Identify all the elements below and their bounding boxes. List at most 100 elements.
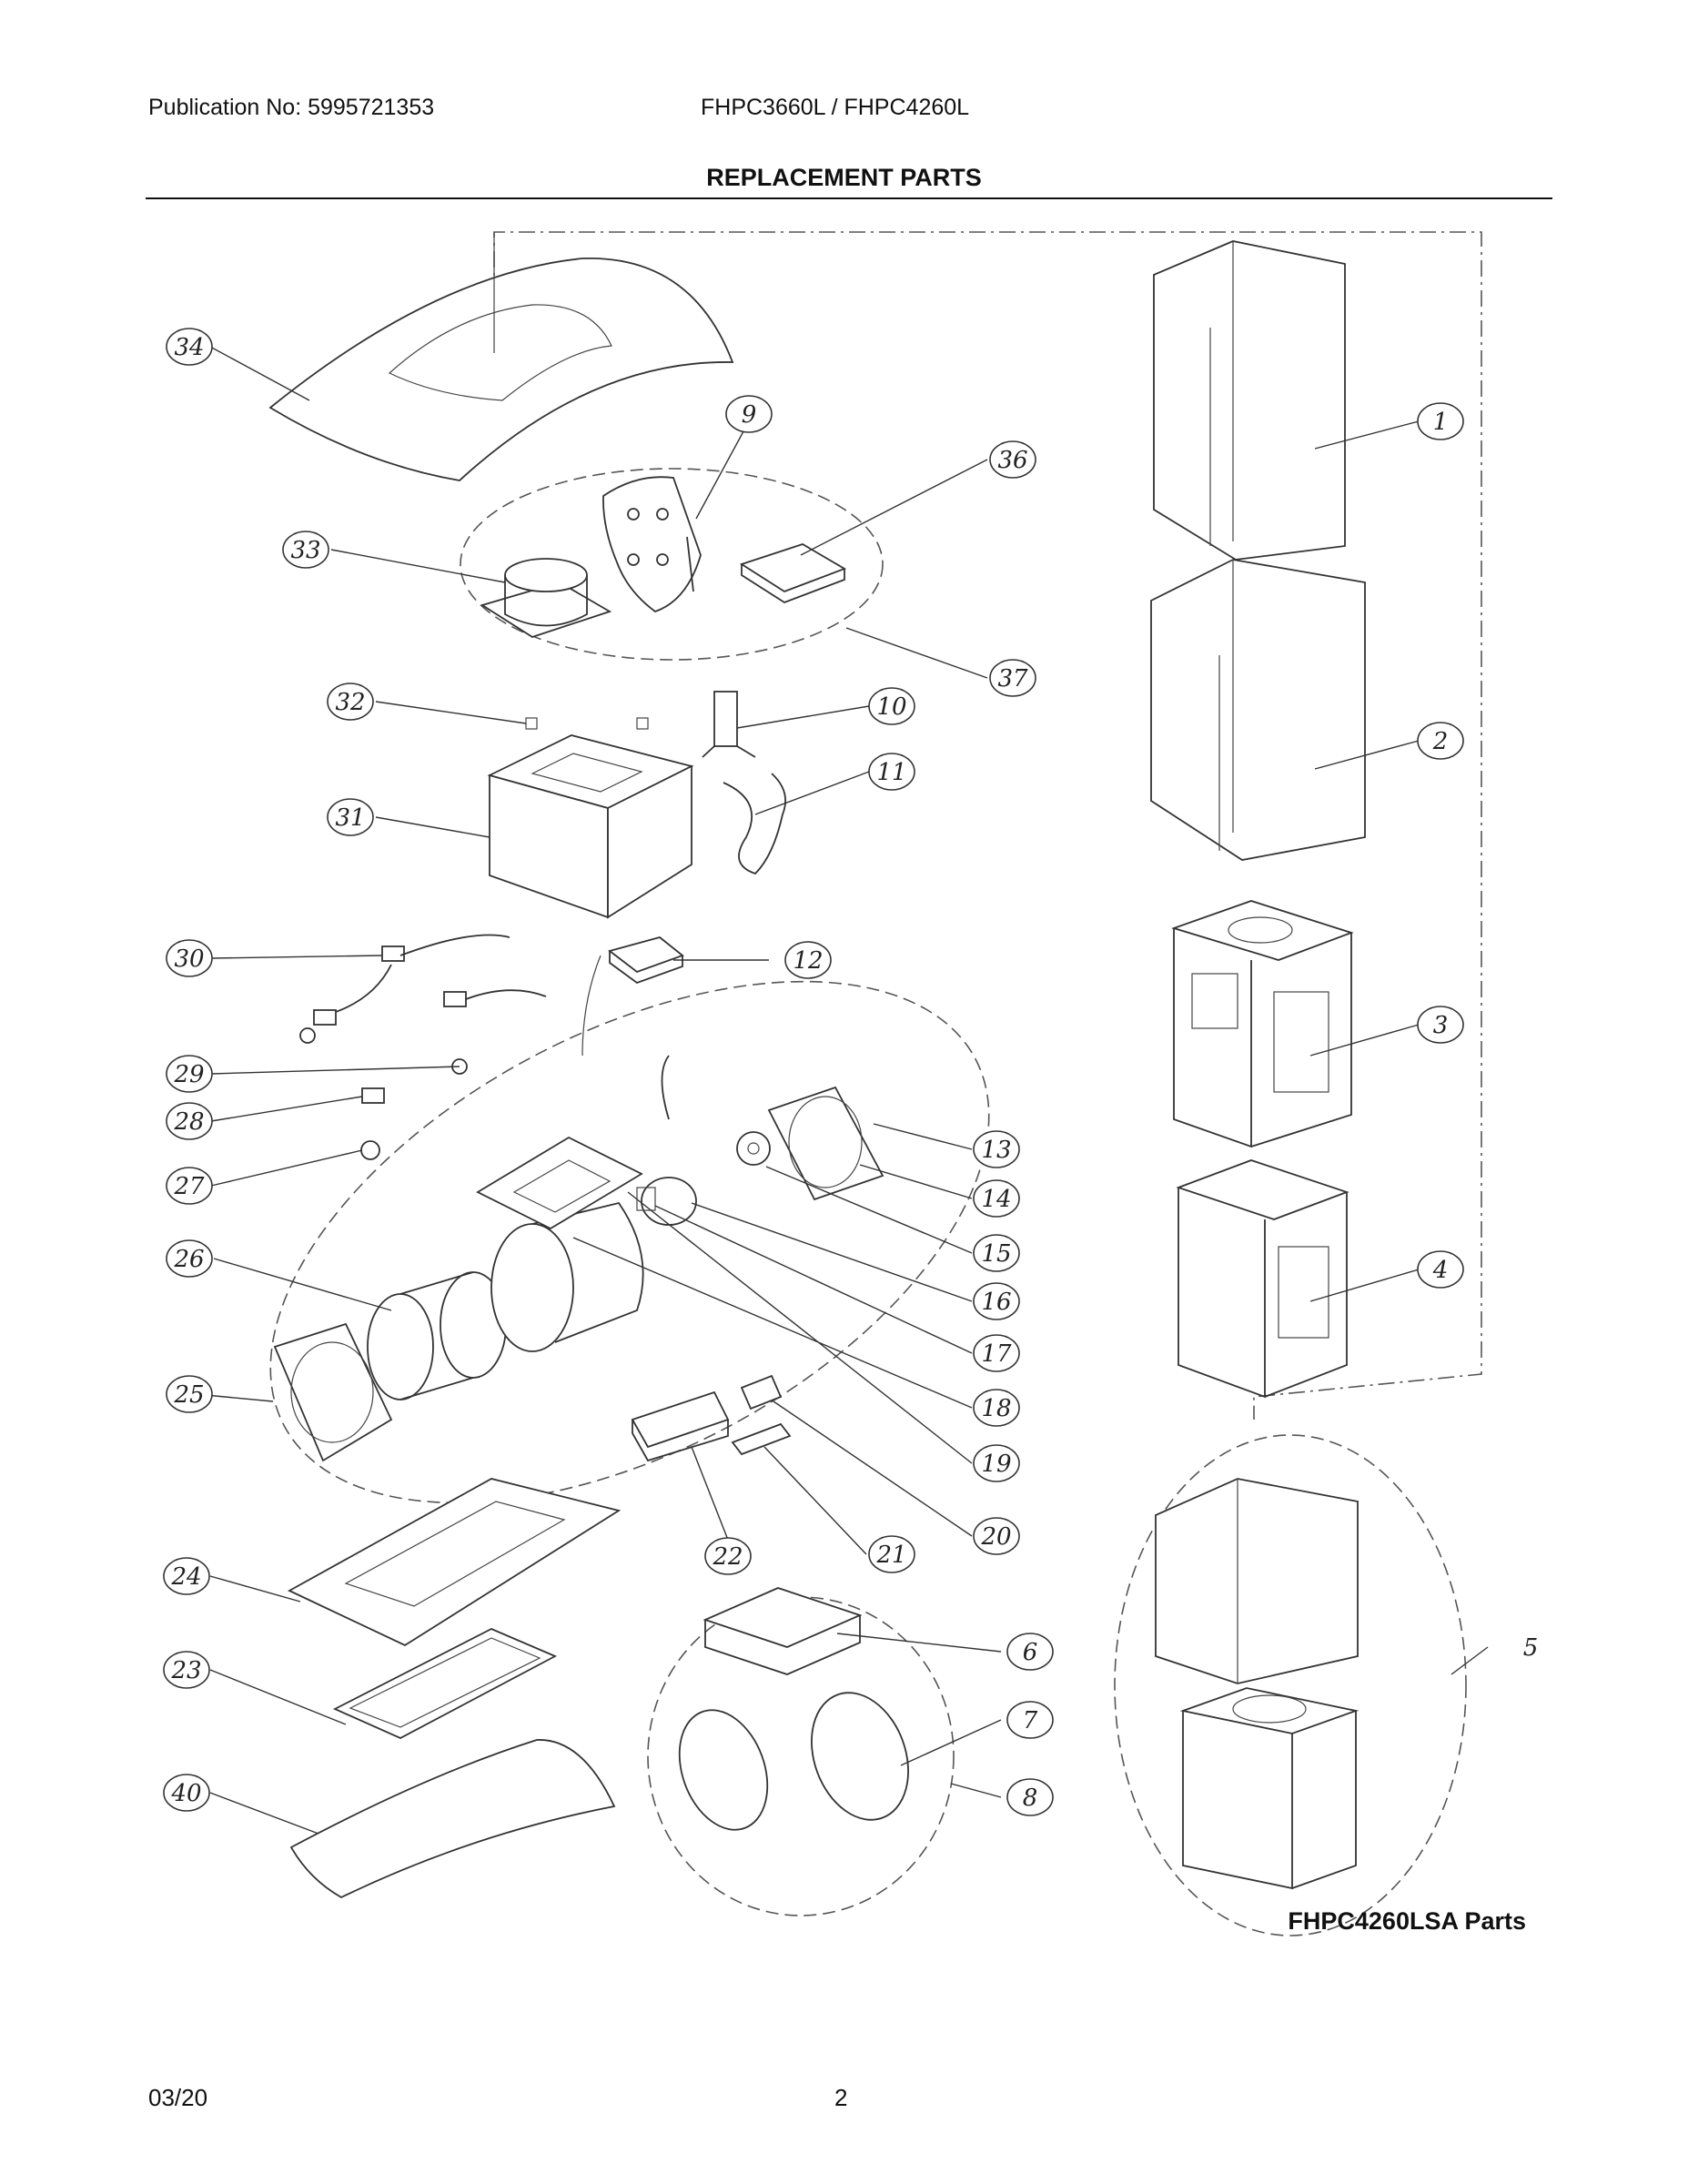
part-25-blower-side-plate <box>273 1322 393 1462</box>
callout-bubble <box>163 1557 210 1595</box>
callout-24: 24 <box>163 1557 210 1595</box>
callout-3: 3 <box>1417 1006 1464 1044</box>
callout-bubble <box>1006 1778 1054 1816</box>
callout-37: 37 <box>989 659 1036 697</box>
publication-date: 03/20 <box>148 2084 208 2111</box>
leader-lines <box>195 346 1489 1835</box>
part-26-blower-wheel <box>367 1271 507 1400</box>
callout-bubble <box>166 939 213 977</box>
part-17-motor <box>636 1177 697 1226</box>
callout-number: 6 <box>1023 1639 1038 1666</box>
callout-number: 11 <box>876 759 906 786</box>
callout-number: 28 <box>173 1108 204 1136</box>
callout-34: 34 <box>166 328 213 366</box>
callout-number: 27 <box>173 1173 205 1200</box>
callout-bubble <box>868 753 915 791</box>
callout-number: 25 <box>173 1381 204 1409</box>
part-28-lamp-holder <box>361 1087 385 1104</box>
part-10-bracket <box>702 691 756 758</box>
part-3-upper-support-frame <box>1171 900 1354 1148</box>
callout-bubble <box>725 395 773 433</box>
callout-9: 9 <box>725 395 773 433</box>
part-1-upper-chimney <box>1153 240 1346 561</box>
callout-number: 8 <box>1023 1785 1038 1812</box>
part-23-grease-filter <box>332 1628 558 1740</box>
callout-22: 22 <box>704 1537 752 1575</box>
callout-number: 21 <box>875 1542 906 1569</box>
lsa-parts-caption: FHPC4260LSA Parts <box>1288 1907 1526 1935</box>
callout-bubble <box>166 1055 213 1093</box>
callout-bubble <box>1417 722 1464 760</box>
callout-number: 9 <box>742 401 757 429</box>
part-15-motor-mount <box>736 1131 771 1166</box>
callout-number: 37 <box>997 665 1028 693</box>
callout-10: 10 <box>868 687 915 725</box>
callout-number: 15 <box>981 1240 1011 1268</box>
callout-bubble <box>973 1334 1020 1372</box>
callout-15: 15 <box>973 1234 1020 1272</box>
part-12-control-module <box>581 936 684 1057</box>
callout-number: 2 <box>1432 728 1449 755</box>
model-numbers: FHPC3660L / FHPC4260L <box>701 95 970 120</box>
part-7-charcoal-filter-ring <box>678 1692 909 1831</box>
callout-bubble <box>166 1239 213 1278</box>
publication-number: Publication No: 5995721353 <box>148 95 435 120</box>
callout-number: 19 <box>981 1451 1011 1478</box>
part-33-duct-collar <box>480 558 612 638</box>
title-rule <box>146 197 1552 199</box>
callout-bubble <box>989 440 1036 479</box>
callout-14: 14 <box>973 1179 1020 1218</box>
callout-40: 40 <box>163 1774 210 1812</box>
callout-number: 5 <box>1523 1634 1539 1662</box>
callout-number: 18 <box>981 1395 1011 1422</box>
part-20-relay <box>740 1374 783 1410</box>
callout-number: 12 <box>793 947 823 975</box>
callout-23: 23 <box>163 1651 210 1689</box>
callout-number: 10 <box>876 693 906 721</box>
part-27-lamp <box>360 1140 380 1160</box>
callout-number: 30 <box>174 945 204 973</box>
callout-bubble <box>973 1517 1020 1555</box>
part-21-terminal-block <box>731 1422 792 1456</box>
callout-number: 36 <box>997 447 1027 474</box>
callout-bubble <box>327 798 374 836</box>
callout-36: 36 <box>989 440 1036 479</box>
callout-bubble <box>868 687 915 725</box>
callout-number: 17 <box>981 1340 1012 1368</box>
callout-bubble <box>704 1537 752 1575</box>
part-31-housing <box>487 717 694 919</box>
callout-18: 18 <box>973 1389 1020 1427</box>
callout-bubble <box>282 531 329 569</box>
part-34-canopy <box>268 232 734 481</box>
part-4-lower-support-frame <box>1176 1159 1349 1399</box>
callout-32: 32 <box>327 682 374 721</box>
part-11-wire-harness <box>723 773 786 875</box>
blower-assembly-group <box>269 980 990 1504</box>
callout-bubble <box>166 328 213 366</box>
callout-number: 3 <box>1433 1012 1449 1039</box>
callout-number: 23 <box>170 1657 201 1684</box>
callout-number: 1 <box>1433 409 1449 436</box>
callout-27: 27 <box>166 1167 213 1205</box>
callout-number: 4 <box>1432 1257 1449 1284</box>
callout-bubble <box>1417 1250 1464 1289</box>
callout-bubble <box>973 1234 1020 1272</box>
part-13-blower-inlet-grille <box>767 1086 884 1201</box>
callout-bubble <box>973 1389 1020 1427</box>
part-36-manual <box>739 543 847 604</box>
callout-number: 22 <box>712 1543 743 1571</box>
part-37-hardware-kit <box>460 468 884 661</box>
part-6-charcoal-filter-box <box>702 1587 863 1675</box>
callout-bubble <box>327 682 374 721</box>
part-40-glass-panel <box>289 1739 616 1899</box>
callout-bubble <box>166 1375 213 1413</box>
callout-number: 16 <box>981 1289 1011 1316</box>
callout-13: 13 <box>973 1130 1020 1168</box>
callout-bubble <box>868 1535 915 1573</box>
callout-number: 13 <box>981 1137 1011 1164</box>
part-19-exhaust-flange <box>476 1136 643 1230</box>
callout-7: 7 <box>1006 1701 1054 1739</box>
callout-bubble <box>163 1774 210 1812</box>
callout-bubble <box>1006 1633 1054 1671</box>
